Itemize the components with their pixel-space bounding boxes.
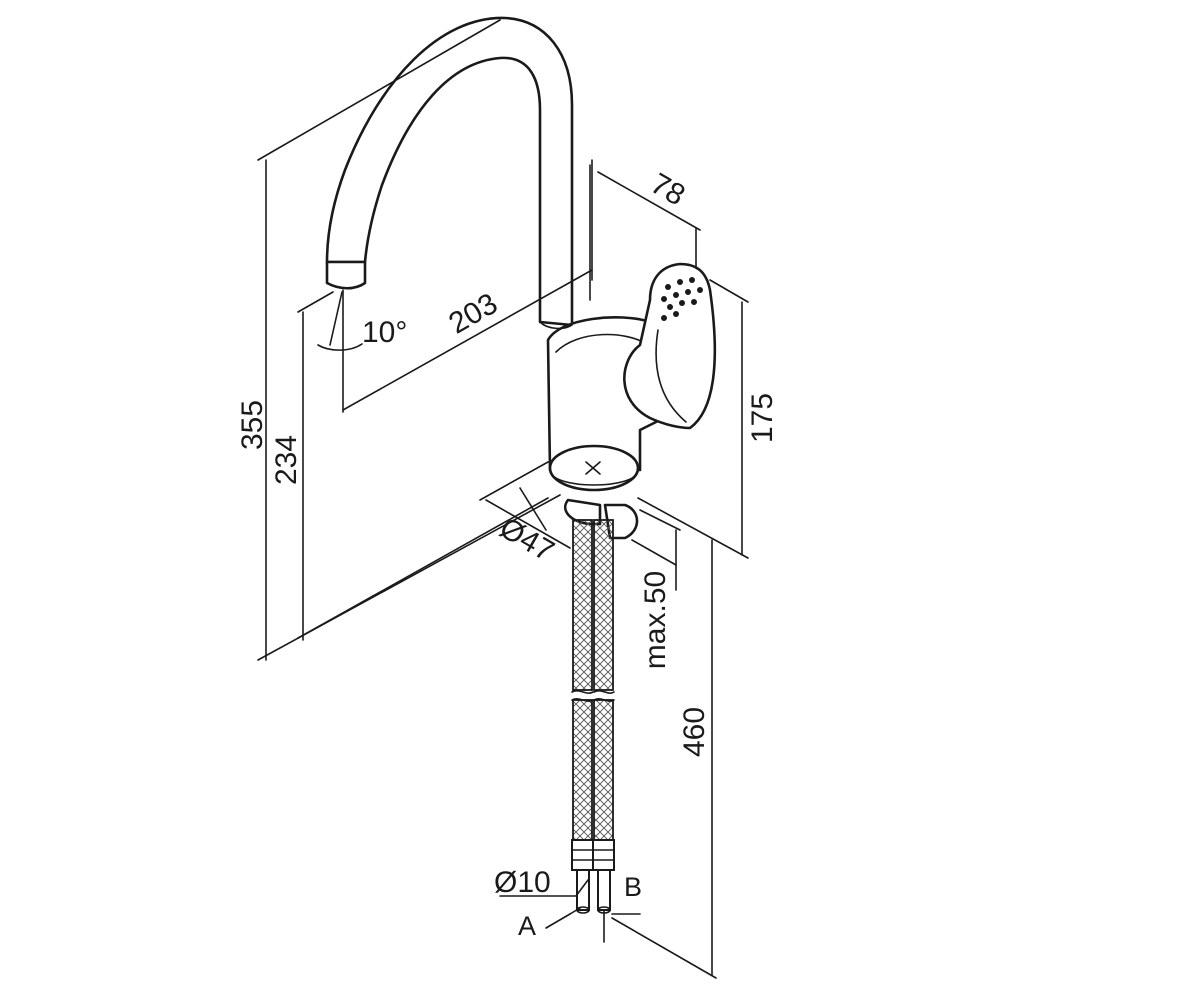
faucet-spout [325, 16, 591, 327]
pipe-end-b [597, 869, 611, 911]
dim-hose-diameter: Ø10 [494, 866, 551, 899]
ferrule-b [592, 839, 615, 871]
hose-a-upper [572, 519, 593, 691]
dim-spout-height: 234 [270, 435, 303, 485]
dim-handle-offset: 78 [645, 167, 690, 212]
dim-base-diameter: Ø47 [494, 511, 560, 568]
lever-handle [623, 262, 717, 430]
base-flange [548, 444, 640, 492]
dim-hose-length: 460 [678, 707, 711, 757]
hose-b-lower [593, 699, 614, 841]
dim-max-counter-thickness: max.50 [639, 571, 672, 669]
base-cross-icon [585, 461, 601, 475]
dimension-lines [257, 19, 749, 979]
connection-label-b: B [624, 872, 642, 902]
connection-label-a: A [518, 911, 536, 941]
dim-spout-reach: 203 [443, 287, 503, 341]
ferrule-a [571, 839, 594, 871]
dim-spout-angle: 10° [362, 316, 407, 349]
hose-a-lower [572, 699, 593, 841]
dim-total-height: 355 [236, 400, 269, 450]
spout-aerator [325, 260, 367, 290]
pipe-end-a [576, 869, 590, 911]
hose-b-upper [593, 519, 614, 691]
lever-grip-dots [661, 277, 703, 321]
supply-hoses [571, 519, 615, 943]
dim-body-height: 175 [746, 393, 779, 443]
